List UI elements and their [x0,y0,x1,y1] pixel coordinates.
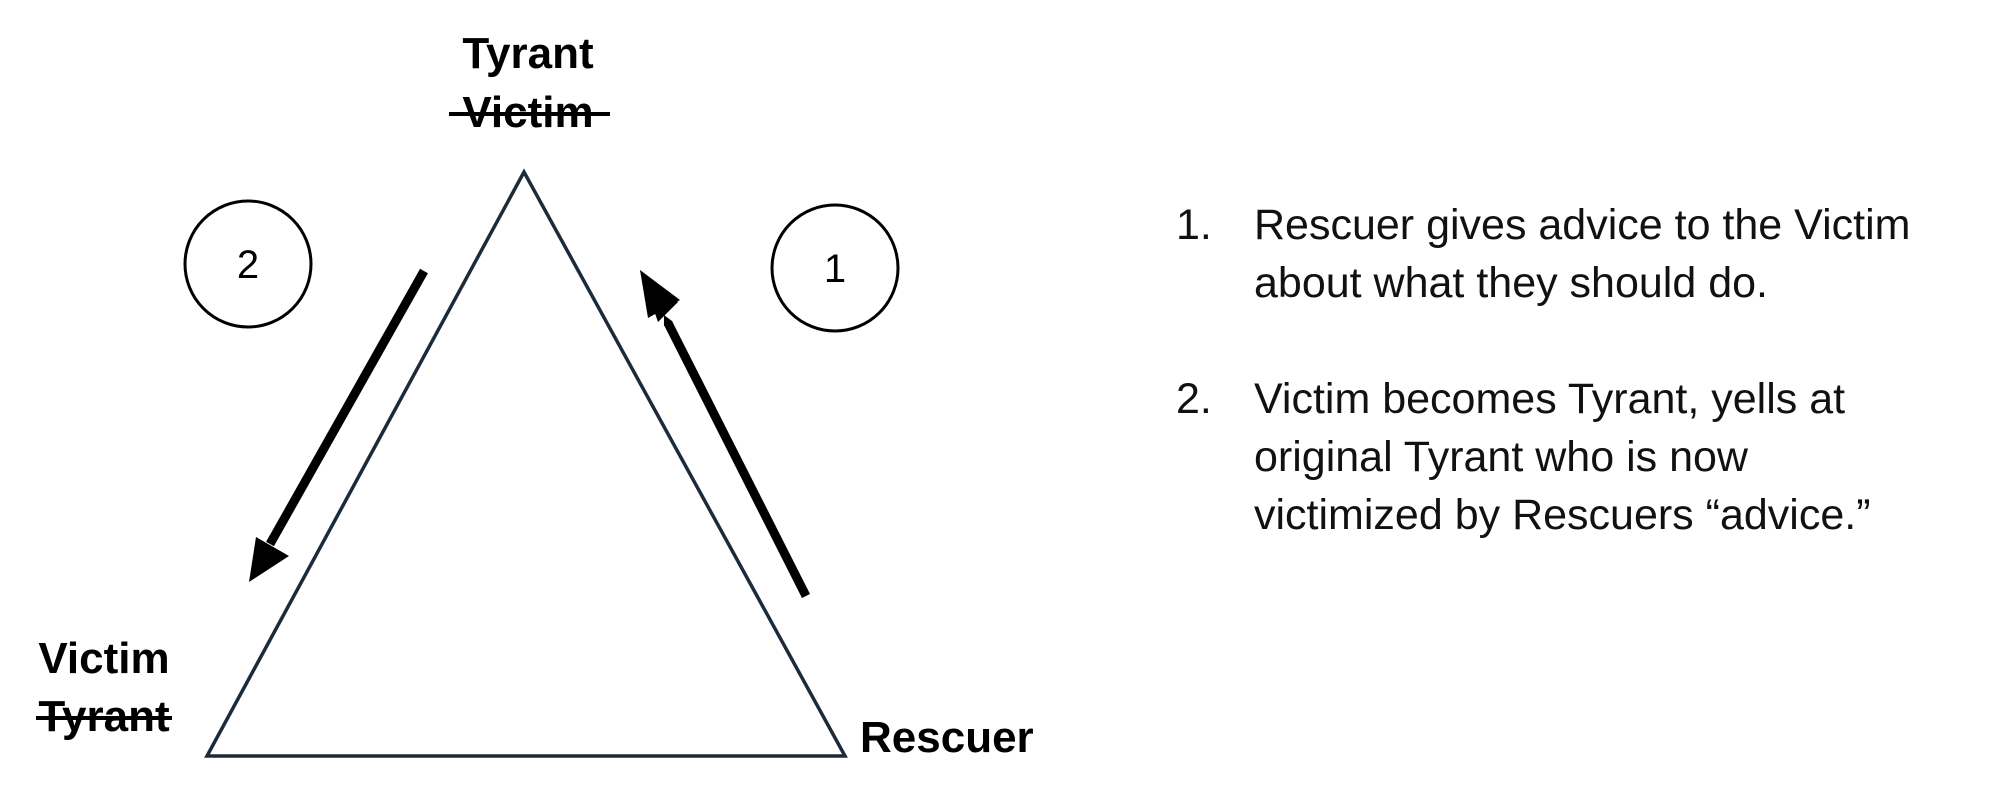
step-item-1: 1. Rescuer gives advice to the Victim ab… [1176,196,1976,312]
step-1-arrow [663,314,811,599]
bottom-right-role-label: Rescuer [860,713,1034,762]
step-text: Victim becomes Tyrant, yells at original… [1254,375,1871,539]
top-role-label: Tyrant [462,29,594,78]
step-1-arrowhead-fill [640,270,680,318]
step-1-marker-circle [770,203,900,333]
step-2-arrowhead [249,537,289,582]
step-number: 1. [1176,201,1212,249]
step-2-marker-circle [183,199,313,329]
drama-triangle [204,168,848,758]
step-2-marker-number: 2 [237,243,259,287]
step-text: Rescuer gives advice to the Victim about… [1254,201,1911,307]
step-1-marker-number: 1 [824,247,846,291]
step-list: 1. Rescuer gives advice to the Victim ab… [1176,196,1976,544]
bottom-left-role-label: Victim [38,634,169,683]
step-item-2: 2. Victim becomes Tyrant, yells at origi… [1176,370,1976,544]
step-2-arrow [266,268,428,547]
drama-triangle-diagram: Tyrant Victim Victim Tyrant Rescuer 2 1 [36,29,1034,762]
step-number: 2. [1176,375,1212,423]
